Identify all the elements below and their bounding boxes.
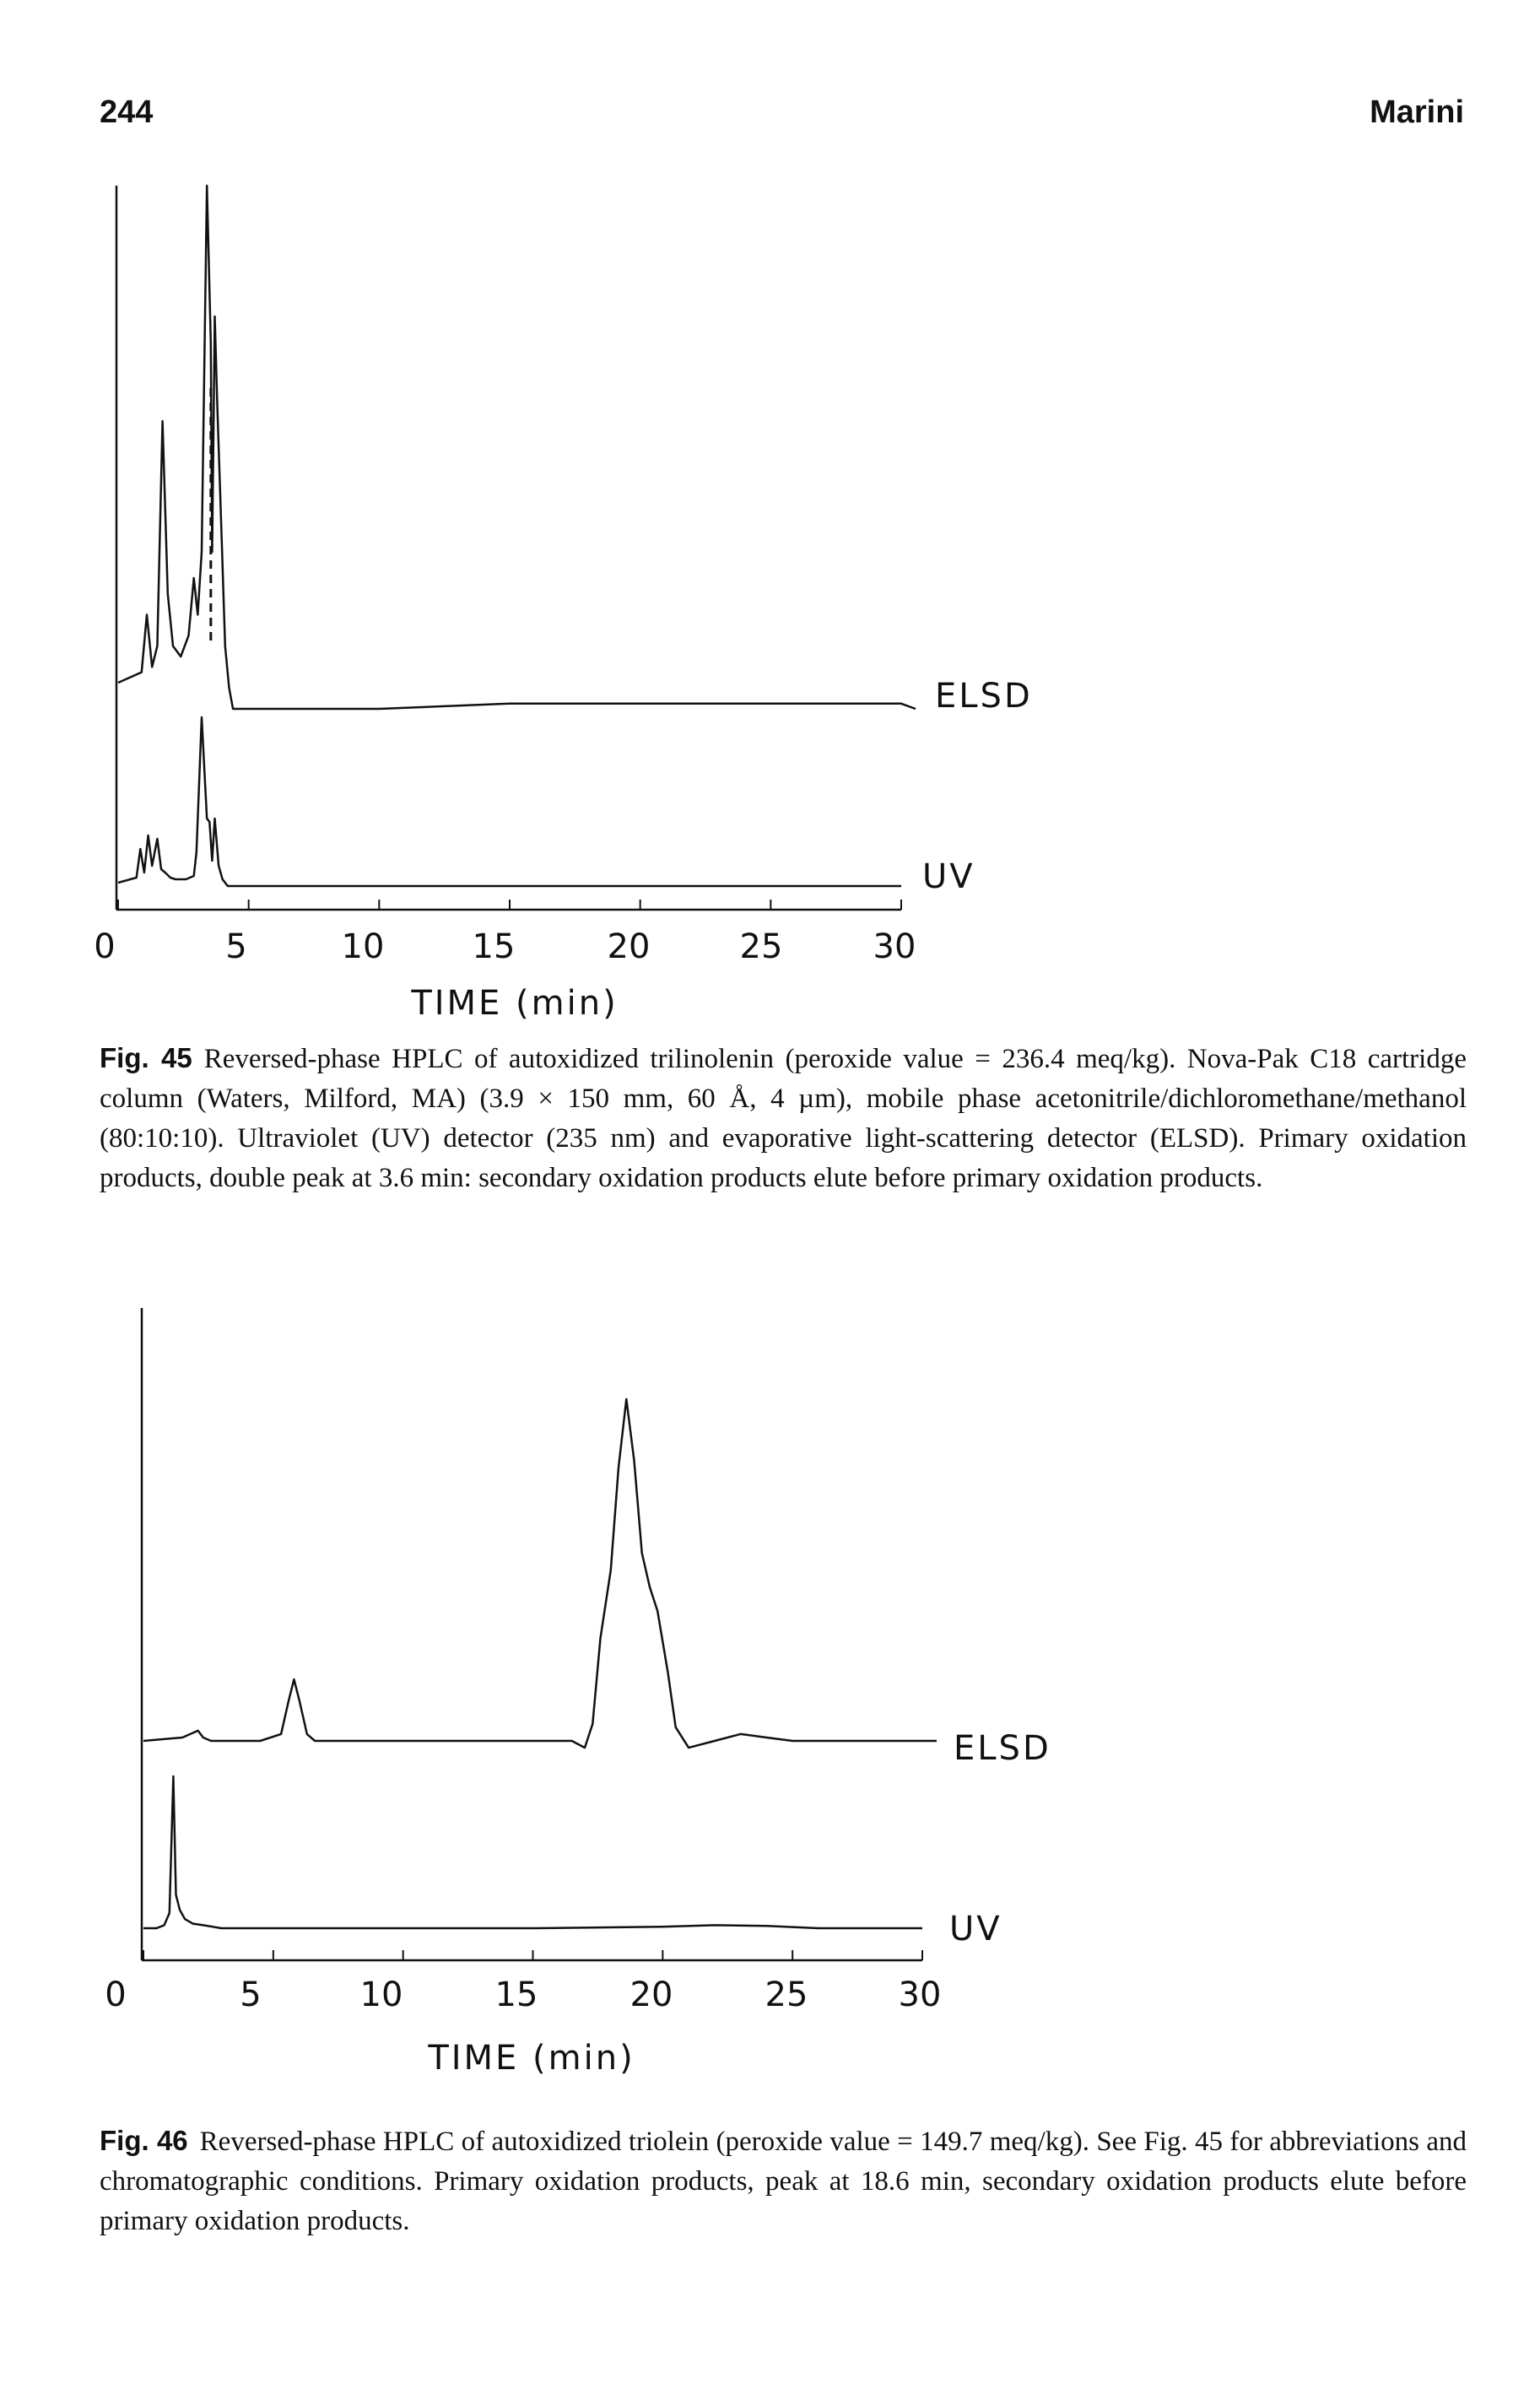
fig45-tick-labels: 0 5 10 15 20 25 30 xyxy=(94,927,916,966)
fig46-label: Fig. 46 xyxy=(100,2125,188,2156)
fig46-caption-text: Reversed-phase HPLC of autoxidized triol… xyxy=(100,2127,1467,2236)
fig46-tick-labels: 0 5 10 15 20 25 30 xyxy=(105,1975,941,2014)
fig45-trace-elsd xyxy=(117,184,916,711)
fig45-x-axis-title: TIME (min) xyxy=(410,984,618,1023)
fig46-tick-label: 20 xyxy=(630,1975,673,2014)
fig46-chromatogram: 0 5 10 15 20 25 30 TIME (min) ELSD UV xyxy=(105,1308,1051,2078)
fig46-uv-label: UV xyxy=(949,1910,1002,1948)
fig46-traces xyxy=(143,1397,937,1930)
fig45-trace-uv xyxy=(117,716,901,888)
fig46-axes xyxy=(140,1308,923,1962)
fig46-tick-label: 25 xyxy=(765,1975,808,2014)
fig46-tick-label: 30 xyxy=(899,1975,942,2014)
fig46-x-axis-title: TIME (min) xyxy=(427,2039,635,2078)
fig46-tick-label: 15 xyxy=(495,1975,538,2014)
fig45-label: Fig. 45 xyxy=(100,1042,192,1073)
fig45-chromatogram: 0 5 10 15 20 25 30 TIME (min) ELSD UV xyxy=(94,184,1033,1023)
fig45-tick-label: 15 xyxy=(473,927,516,966)
running-head-author: Marini xyxy=(1370,95,1464,130)
fig45-tick-label: 10 xyxy=(342,927,385,966)
fig46-tick-label: 0 xyxy=(105,1975,126,2014)
fig45-traces xyxy=(117,184,916,888)
fig45-tick-label: 25 xyxy=(740,927,783,966)
fig46-tick-label: 5 xyxy=(240,1975,261,2014)
fig46-trace-uv xyxy=(143,1775,922,1930)
fig45-axes xyxy=(115,186,902,911)
page-number: 244 xyxy=(100,95,154,130)
fig45-tick-label: 30 xyxy=(873,927,916,966)
fig45-tick-label: 20 xyxy=(608,927,651,966)
fig45-caption-text: Reversed-phase HPLC of autoxidized trili… xyxy=(100,1044,1467,1193)
fig45-uv-label: UV xyxy=(922,857,975,896)
fig46-trace-elsd xyxy=(143,1397,937,1749)
fig45-elsd-label: ELSD xyxy=(935,677,1033,716)
fig45-tick-label: 0 xyxy=(94,927,115,966)
fig46-elsd-label: ELSD xyxy=(954,1729,1051,1768)
fig46-tick-label: 10 xyxy=(360,1975,403,2014)
fig45-tick-label: 5 xyxy=(225,927,246,966)
